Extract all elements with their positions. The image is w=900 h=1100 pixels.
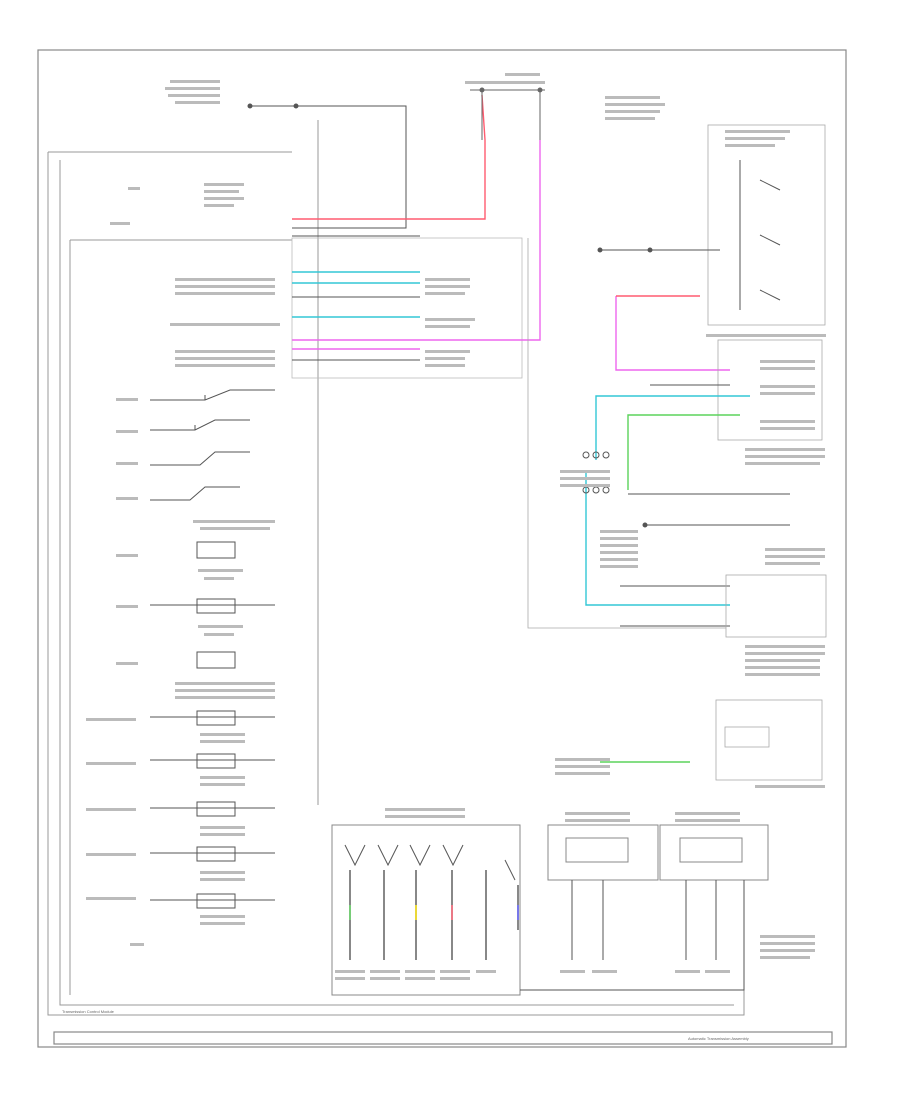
cyan-wires-tcm [292, 271, 420, 318]
pink-wire-run [292, 140, 541, 350]
red-wire-run [292, 94, 730, 371]
outer-frame [37, 49, 847, 1048]
tcm-enclosure [47, 120, 745, 1016]
speed-sensor-wires [520, 880, 745, 991]
green-wire-bcm [600, 414, 740, 763]
instrument-cluster-box [715, 699, 823, 781]
tcm-connector-block [291, 237, 523, 379]
cyan-wires-bcm [585, 395, 750, 606]
park-neutral-feed [597, 247, 720, 253]
shift-lever-box [707, 124, 826, 441]
fuse-feed [247, 103, 407, 229]
mode-switch-wires [349, 870, 519, 960]
solenoids [150, 541, 275, 909]
pressure-switches [150, 389, 275, 501]
label-marks [86, 73, 826, 980]
engine-control-box [527, 238, 827, 638]
internal-mode-switch-box [331, 824, 521, 996]
black-wires-tcm [292, 235, 420, 361]
shift-lever-switches [739, 160, 781, 310]
black-wires-bcm [620, 384, 790, 627]
ignition-switch [470, 87, 545, 140]
footer-left-label: Transmission Control Module [62, 1009, 114, 1014]
footer-right-label: Automatic Transmission Assembly [688, 1036, 749, 1041]
speed-sensor-boxes [547, 824, 769, 881]
mode-switch-contacts [344, 844, 516, 881]
